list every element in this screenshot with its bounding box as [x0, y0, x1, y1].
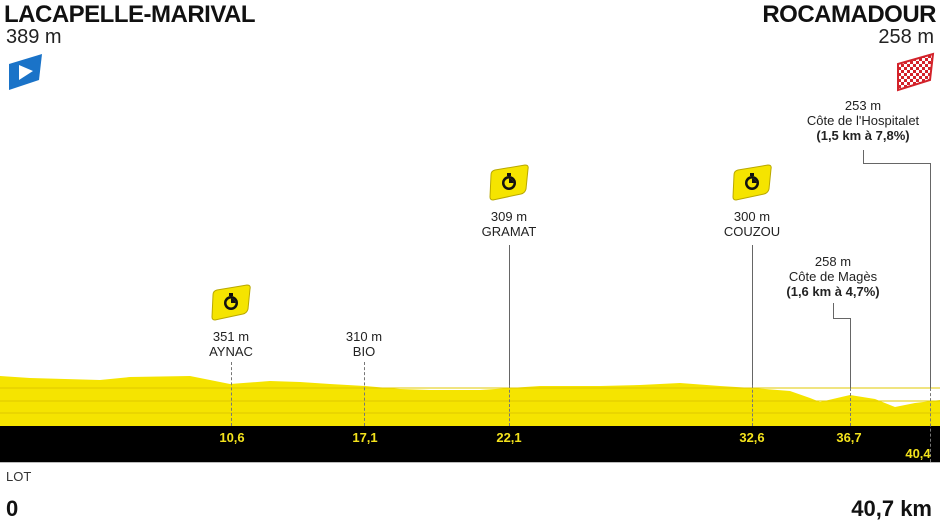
marker-line	[930, 388, 931, 462]
climb-detail: (1,5 km à 7,8%)	[816, 128, 910, 143]
point-altitude: 310 m	[345, 329, 383, 344]
point-label-mages: 258 m Côte de Magès (1,6 km à 4,7%)	[786, 254, 879, 299]
finish-city: ROCAMADOUR	[762, 1, 936, 28]
km-label: 10,6	[219, 430, 245, 445]
point-altitude: 351 m	[212, 329, 250, 344]
marker-line	[850, 388, 851, 426]
stopwatch-icon	[489, 164, 529, 201]
point-name: BIO	[352, 344, 376, 359]
point-altitude: 300 m	[733, 209, 771, 224]
marker-line	[752, 245, 753, 385]
climb-leader-line	[863, 163, 930, 164]
climb-leader-line	[833, 318, 850, 319]
region-label: LOT	[6, 469, 32, 484]
point-name: AYNAC	[209, 344, 253, 359]
point-altitude: 309 m	[490, 209, 528, 224]
point-label-hospitalet: 253 m Côte de l'Hospitalet (1,5 km à 7,8…	[807, 98, 919, 143]
divider	[0, 462, 940, 463]
point-label-aynac: 351 m AYNAC	[209, 329, 253, 359]
point-label-bio: 310 m BIO	[346, 329, 382, 359]
km-label: 22,1	[496, 430, 522, 445]
checkered-finish-flag-icon	[897, 52, 935, 92]
point-altitude: 253 m	[844, 98, 882, 113]
start-city: LACAPELLE-MARIVAL	[4, 1, 256, 28]
climb-detail: (1,6 km à 4,7%)	[786, 284, 880, 299]
climb-leader-line	[930, 163, 931, 388]
point-name: COUZOU	[723, 224, 781, 239]
climb-leader-line	[863, 150, 864, 164]
km-label: 36,7	[836, 430, 862, 445]
point-name: Côte de l'Hospitalet	[806, 113, 920, 128]
point-name: GRAMAT	[481, 224, 537, 239]
finish-altitude: 258 m	[878, 26, 934, 48]
point-label-couzou: 300 m COUZOU	[724, 209, 780, 239]
marker-line	[752, 385, 753, 426]
climb-leader-line	[850, 318, 851, 388]
point-altitude: 258 m	[814, 254, 852, 269]
distance-start: 0	[6, 496, 19, 521]
start-flag-icon	[9, 54, 42, 90]
marker-line	[231, 362, 232, 426]
stopwatch-icon	[732, 164, 772, 201]
km-band	[0, 426, 940, 462]
climb-leader-line	[833, 303, 834, 319]
point-name: Côte de Magès	[788, 269, 878, 284]
marker-line	[364, 362, 365, 426]
km-label: 32,6	[739, 430, 765, 445]
km-label: 17,1	[352, 430, 378, 445]
stopwatch-icon	[211, 284, 251, 321]
point-label-gramat: 309 m GRAMAT	[482, 209, 537, 239]
km-label: 40,4	[905, 446, 931, 461]
start-altitude: 389 m	[6, 26, 62, 48]
distance-end: 40,7 km	[851, 496, 932, 521]
marker-line	[509, 385, 510, 426]
elevation-profile	[0, 376, 940, 426]
marker-line	[509, 245, 510, 385]
